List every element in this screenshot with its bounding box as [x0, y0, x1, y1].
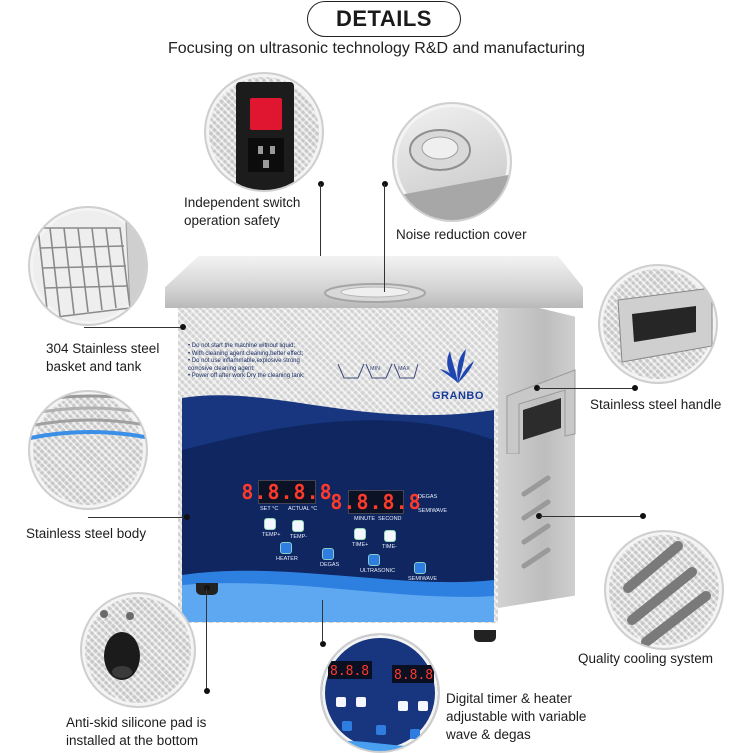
svg-text:8.8.8: 8.8.8 — [394, 668, 433, 683]
title-text: DETAILS — [336, 6, 432, 31]
power-switch-icon — [236, 82, 294, 190]
warning-text: • Do not start the machine without liqui… — [188, 343, 338, 381]
pad-callout-end-dot — [204, 688, 210, 694]
degas-label: DEGAS — [418, 494, 438, 500]
lid-handle-illustration — [324, 283, 426, 303]
control-panel-closeup-icon: 8.8.8 8.8.8 — [322, 661, 438, 751]
body-label: Stainless steel body — [26, 526, 147, 541]
handle-callout-line — [538, 388, 634, 389]
cooling-detail-circle — [604, 530, 724, 650]
pad-callout-line — [206, 588, 207, 692]
time-up-button[interactable] — [354, 528, 366, 540]
cooling-vents-illustration — [521, 475, 551, 569]
basket-detail-circle — [28, 206, 148, 326]
body-callout-dot — [184, 514, 190, 520]
tank-body-layers-icon — [30, 394, 146, 440]
temp-down-label: TEMP- — [290, 534, 308, 540]
brand-logo-icon — [440, 349, 474, 383]
warning-line: • Power off after work Dry the cleaning … — [188, 373, 305, 379]
ultrasonic-label: ULTRASONIC — [360, 568, 396, 574]
temperature-display: 8.8.8.8 — [241, 480, 333, 504]
basket-label: 304 Stainless steel basket and tank — [46, 341, 160, 374]
basket-callout-dot — [180, 324, 186, 330]
silicone-foot-icon — [100, 610, 140, 680]
level-max: MAX — [398, 366, 410, 372]
warning-line: corrosive cleaning agent; — [188, 365, 255, 372]
actual-temp-label: ACTUAL °C — [288, 506, 318, 512]
degas-button-label: DEGAS — [320, 562, 340, 568]
semiwave-button-label: SEMIWAVE — [408, 576, 438, 582]
temp-down-button[interactable] — [292, 520, 304, 532]
pad-label: Anti-skid silicone pad is installed at t… — [66, 715, 207, 748]
semiwave-button[interactable] — [414, 562, 426, 574]
heater-button[interactable] — [280, 542, 292, 554]
time-up-label: TIME+ — [352, 542, 369, 548]
time-down-button[interactable] — [384, 530, 396, 542]
pad-callout-dot — [204, 585, 210, 591]
handle-callout-dot — [534, 385, 540, 391]
pad-detail-circle — [80, 592, 196, 708]
timer-callout-line — [322, 600, 323, 642]
warning-line: • Do not use inflammable,explosive stron… — [188, 358, 300, 364]
cooling-label: Quality cooling system — [578, 651, 714, 666]
set-temp-label: SET °C — [260, 506, 279, 512]
minute-label: MINUTE — [354, 516, 376, 522]
subtitle: Focusing on ultrasonic technology R&D an… — [167, 40, 586, 57]
switch-detail-circle — [204, 72, 324, 192]
svg-text:8.8.8: 8.8.8 — [330, 664, 369, 679]
second-label: SECOND — [378, 516, 402, 522]
handle-illustration — [506, 369, 576, 454]
timer-label: Digital timer & heater adjustable with v… — [446, 691, 587, 742]
body-callout-line — [88, 517, 184, 518]
lid-knob-icon — [394, 129, 510, 220]
timer-detail-circle: 8.8.8 8.8.8 — [320, 633, 440, 753]
level-min: MIN — [370, 366, 381, 372]
semiwave-indicator-label: SEMIWAVE — [418, 508, 448, 514]
cooling-callout-end-dot — [640, 513, 646, 519]
switch-label: Independent switch operation safety — [184, 195, 301, 228]
body-detail-circle — [28, 390, 148, 510]
cover-detail-circle — [392, 102, 512, 222]
ultrasonic-button[interactable] — [368, 554, 380, 566]
control-panel: 8.8.8.8 8.8.8.8 SET °C ACTUAL °C MINUTE … — [182, 390, 494, 622]
cooling-callout-line — [540, 516, 642, 517]
temp-up-button[interactable] — [264, 518, 276, 530]
brand-name: GRANBO — [432, 390, 484, 402]
page-title: DETAILS — [307, 1, 461, 37]
warning-line: • With cleaning agent cleaning,better ef… — [188, 350, 304, 357]
handle-label: Stainless steel handle — [590, 397, 722, 412]
cover-callout-dot — [382, 181, 388, 187]
cooling-callout-dot — [536, 513, 542, 519]
cover-label: Noise reduction cover — [396, 227, 527, 242]
right-foot — [474, 630, 496, 642]
handle-callout-end-dot — [632, 385, 638, 391]
vent-slots-icon — [623, 541, 711, 647]
basket-callout-line — [84, 327, 180, 328]
cover-callout-line — [384, 184, 385, 292]
temp-up-label: TEMP+ — [262, 532, 281, 538]
degas-button[interactable] — [322, 548, 334, 560]
time-down-label: TIME- — [382, 544, 397, 550]
switch-callout-line — [320, 184, 321, 256]
heater-label: HEATER — [276, 556, 298, 562]
timer-display: 8.8.8.8 — [330, 490, 422, 514]
handle-detail-circle — [598, 264, 718, 384]
wire-basket-icon — [37, 221, 146, 319]
warning-line: • Do not start the machine without liqui… — [188, 343, 296, 349]
switch-callout-dot — [318, 181, 324, 187]
liquid-level-icons — [337, 363, 418, 379]
timer-callout-dot — [320, 641, 326, 647]
handle-grip-icon — [617, 287, 713, 363]
